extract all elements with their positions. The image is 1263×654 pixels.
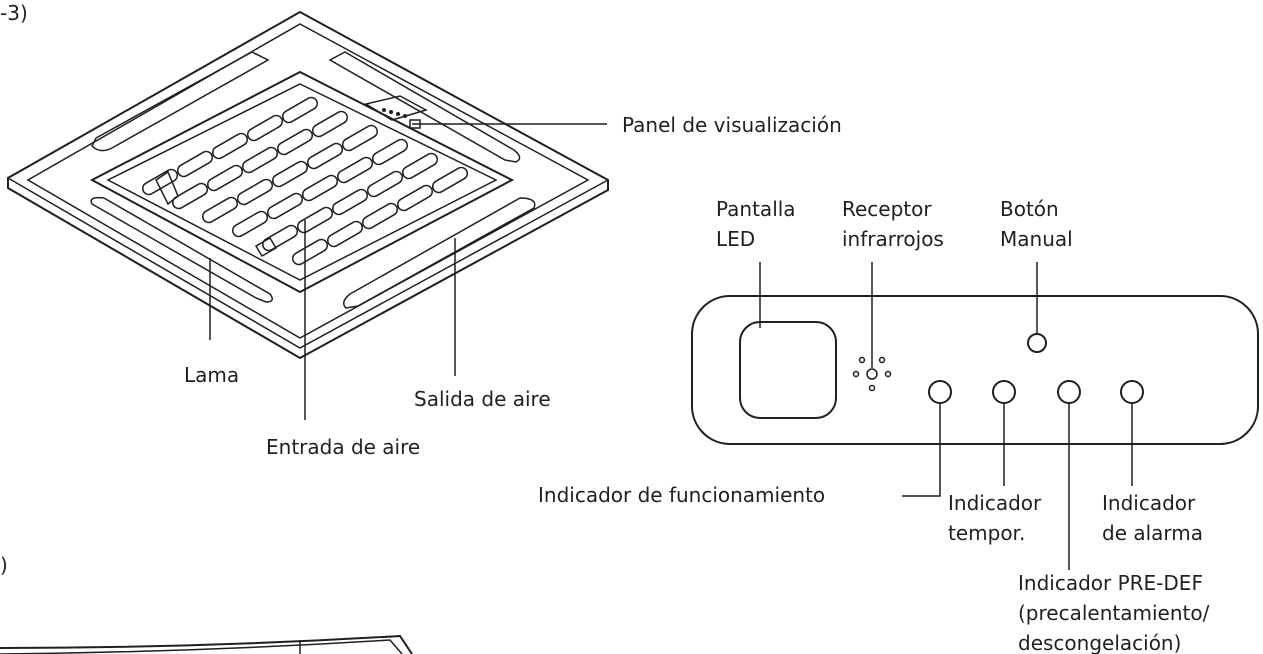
fragment-top: -3)	[0, 1, 28, 25]
label-manual-button-2: Manual	[1000, 227, 1073, 251]
label-display-panel: Panel de visualización	[622, 113, 842, 137]
cassette-unit	[7, 10, 609, 360]
run-indicator-lamp	[928, 380, 952, 404]
display-panel-detail	[691, 295, 1259, 445]
label-run-indicator: Indicador de funcionamiento	[538, 483, 825, 507]
label-manual-button-1: Botón	[1000, 197, 1059, 221]
fragment-left: )	[0, 553, 8, 577]
unit-display-panel	[364, 95, 428, 129]
manual-button	[1027, 333, 1047, 353]
label-alarm-indicator-2: de alarma	[1102, 521, 1203, 545]
timer-indicator-lamp	[992, 380, 1016, 404]
label-louver: Lama	[184, 363, 239, 387]
air-outlet-slots	[90, 51, 536, 309]
label-predef-indicator-2: (precalentamiento/	[1018, 601, 1210, 625]
second-unit-partial	[0, 634, 413, 654]
label-ir-receiver-1: Receptor	[842, 197, 932, 221]
label-air-outlet: Salida de aire	[414, 387, 551, 411]
label-predef-indicator-3: descongelación)	[1018, 631, 1181, 654]
label-ir-receiver-2: infrarrojos	[842, 227, 944, 251]
label-led-screen-1: Pantalla	[716, 197, 796, 221]
alarm-indicator-lamp	[1120, 380, 1144, 404]
ir-receiver-icon	[852, 356, 892, 392]
label-predef-indicator-1: Indicador PRE-DEF	[1018, 571, 1203, 595]
label-led-screen-2: LED	[716, 227, 755, 251]
led-screen	[739, 321, 837, 419]
label-alarm-indicator-1: Indicador	[1102, 491, 1196, 515]
label-air-inlet: Entrada de aire	[266, 435, 420, 459]
predef-indicator-lamp	[1057, 380, 1081, 404]
label-timer-indicator-1: Indicador	[948, 491, 1042, 515]
label-timer-indicator-2: tempor.	[948, 521, 1025, 545]
